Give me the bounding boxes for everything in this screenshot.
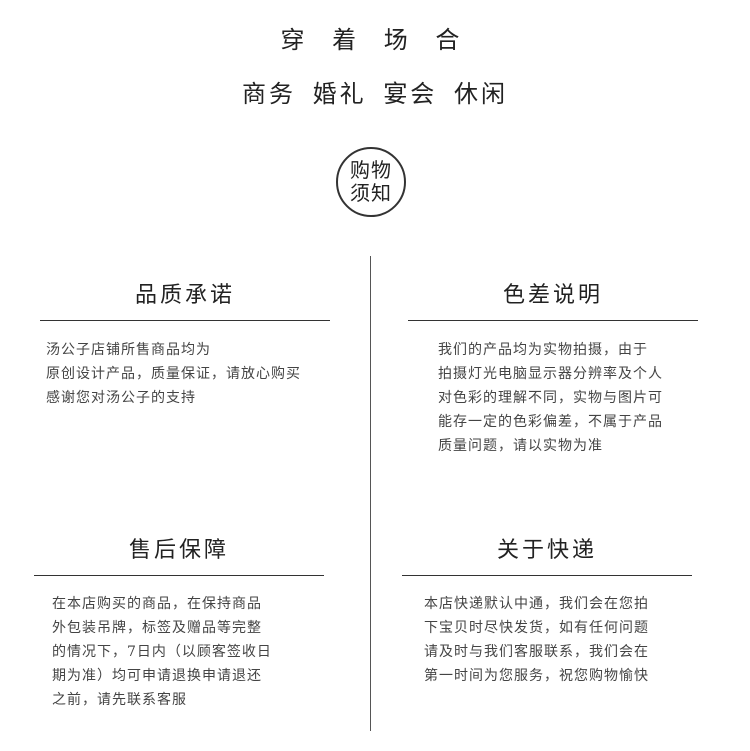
section-divider-color [408,320,698,321]
center-divider [370,256,371,731]
section-title-color: 色差说明 [502,283,603,308]
text-line: 汤公子店铺所售商品均为 [46,342,211,358]
section-divider-after-sales [34,575,324,576]
text-line: 下宝贝时尽快发货，如有任何问题 [424,620,649,636]
section-text-shipping: 本店快递默认中通，我们会在您拍 下宝贝时尽快发货，如有任何问题 请及时与我们客服… [424,592,714,688]
text-line: 质量问题，请以实物为准 [438,438,603,454]
text-line: 拍摄灯光电脑显示器分辨率及个人 [438,366,663,382]
occasion-title: 穿 着 场 合 [280,26,470,54]
text-line: 本店快递默认中通，我们会在您拍 [424,596,649,612]
section-title-after-sales: 售后保障 [128,538,229,563]
section-title-shipping: 关于快递 [496,538,597,563]
badge-line-1: 购物 [350,158,392,182]
text-line: 外包装吊牌，标签及赠品等完整 [52,620,262,636]
text-line: 期为准）均可申请退换申请退还 [52,668,262,684]
text-line: 感谢您对汤公子的支持 [46,390,196,406]
occasion-casual: 休闲 [453,80,508,108]
section-text-quality: 汤公子店铺所售商品均为 原创设计产品，质量保证，请放心购买 感谢您对汤公子的支持 [46,338,346,410]
text-line: 在本店购买的商品，在保持商品 [52,596,262,612]
occasion-list: 商务 婚礼 宴会 休闲 [0,74,750,109]
text-line: 第一时间为您服务，祝您购物愉快 [424,668,649,684]
text-line: 对色彩的理解不同，实物与图片可 [438,390,663,406]
text-line: 的情况下，7日内（以顾客签收日 [52,644,272,660]
text-line: 之前，请先联系客服 [52,692,187,708]
badge-line-2: 须知 [350,181,392,205]
section-divider-shipping [402,575,692,576]
section-title-quality: 品质承诺 [134,283,235,308]
text-line: 请及时与我们客服联系，我们会在 [424,644,649,660]
occasion-banquet: 宴会 [383,80,438,108]
section-text-color: 我们的产品均为实物拍摄，由于 拍摄灯光电脑显示器分辨率及个人 对色彩的理解不同，… [438,338,718,458]
text-line: 能存一定的色彩偏差，不属于产品 [438,414,663,430]
text-line: 我们的产品均为实物拍摄，由于 [438,342,648,358]
text-line: 原创设计产品，质量保证，请放心购买 [46,366,301,382]
section-text-after-sales: 在本店购买的商品，在保持商品 外包装吊牌，标签及赠品等完整 的情况下，7日内（以… [52,592,332,712]
section-divider-quality [40,320,330,321]
occasion-business: 商务 [242,80,297,108]
occasion-wedding: 婚礼 [312,80,367,108]
shopping-notice-badge: 购物 须知 [336,147,406,217]
